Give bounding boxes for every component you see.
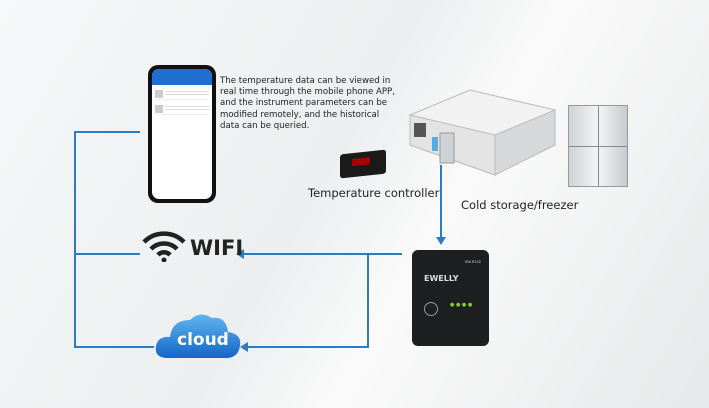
freezer-image — [568, 105, 628, 187]
wifi-label: WIFI — [190, 236, 244, 260]
wifi-icon — [142, 231, 186, 262]
cloud-icon — [155, 314, 241, 358]
cloud-label: cloud — [177, 330, 229, 350]
connector-line — [240, 253, 402, 255]
connector-line — [440, 165, 442, 240]
status-leds: ● ● ● ● — [450, 302, 473, 308]
mobile-phone-app — [148, 65, 216, 203]
connector-line — [74, 346, 154, 348]
cold-storage-image — [409, 89, 556, 176]
cold-storage-label: Cold storage/freezer — [461, 198, 579, 212]
device-brand: EWELLY — [424, 274, 459, 283]
connector-line — [74, 253, 140, 255]
temperature-controller-image — [340, 149, 386, 179]
device-button — [424, 302, 438, 316]
app-description: The temperature data can be viewed in re… — [220, 76, 395, 131]
arrow-to-wifi — [236, 249, 244, 259]
wireless-gateway-device: EW-R102 EWELLY ● ● ● ● — [412, 250, 489, 346]
arrow-to-device — [436, 237, 446, 245]
connector-line — [367, 253, 369, 348]
connector-line — [74, 131, 140, 133]
temperature-controller-label: Temperature controller — [308, 186, 440, 200]
device-model: EW-R102 — [465, 260, 481, 264]
connector-line — [245, 346, 369, 348]
connector-line — [74, 131, 76, 348]
arrow-to-cloud — [240, 342, 248, 352]
